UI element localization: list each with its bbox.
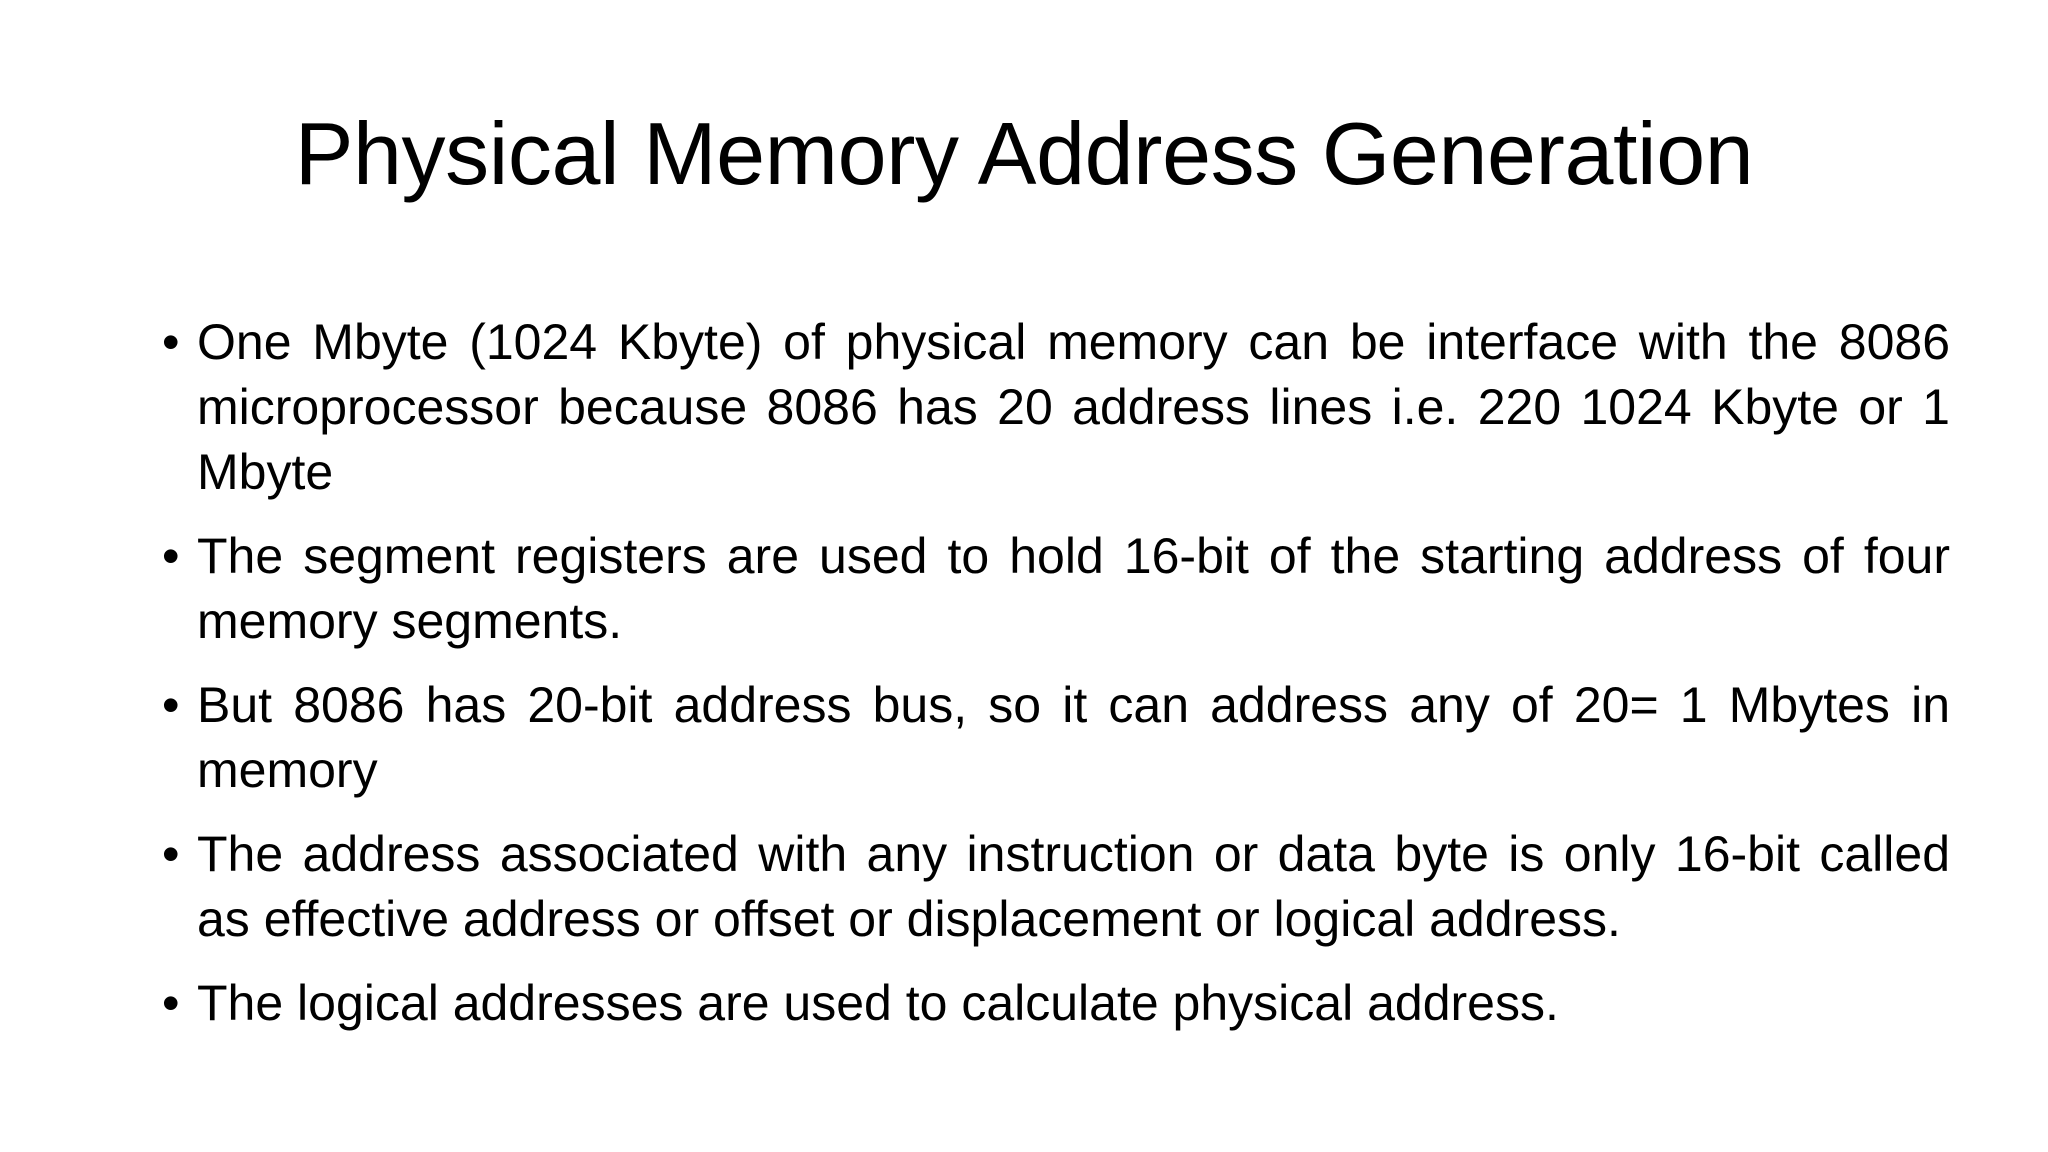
bullet-text: The logical addresses are used to calcul…	[197, 975, 1559, 1031]
bullet-text: The address associated with any instruct…	[197, 826, 1950, 947]
list-item: • But 8086 has 20-bit address bus, so it…	[150, 673, 1950, 803]
bullet-text: But 8086 has 20-bit address bus, so it c…	[197, 677, 1950, 798]
bullet-text: One Mbyte (1024 Kbyte) of physical memor…	[197, 314, 1950, 500]
bullet-point-icon: •	[162, 528, 180, 584]
bullet-point-icon: •	[162, 826, 180, 882]
bullet-point-icon: •	[162, 314, 180, 370]
list-item: • The address associated with any instru…	[150, 822, 1950, 952]
list-item: • One Mbyte (1024 Kbyte) of physical mem…	[150, 310, 1950, 505]
page-title: Physical Memory Address Generation	[294, 104, 1754, 203]
bullet-point-icon: •	[162, 677, 180, 733]
bullet-text: The segment registers are used to hold 1…	[197, 528, 1950, 649]
bullet-point-icon: •	[162, 975, 180, 1031]
list-item: • The segment registers are used to hold…	[150, 524, 1950, 654]
list-item: • The logical addresses are used to calc…	[150, 971, 1950, 1036]
bullet-list: • One Mbyte (1024 Kbyte) of physical mem…	[150, 310, 1950, 1036]
